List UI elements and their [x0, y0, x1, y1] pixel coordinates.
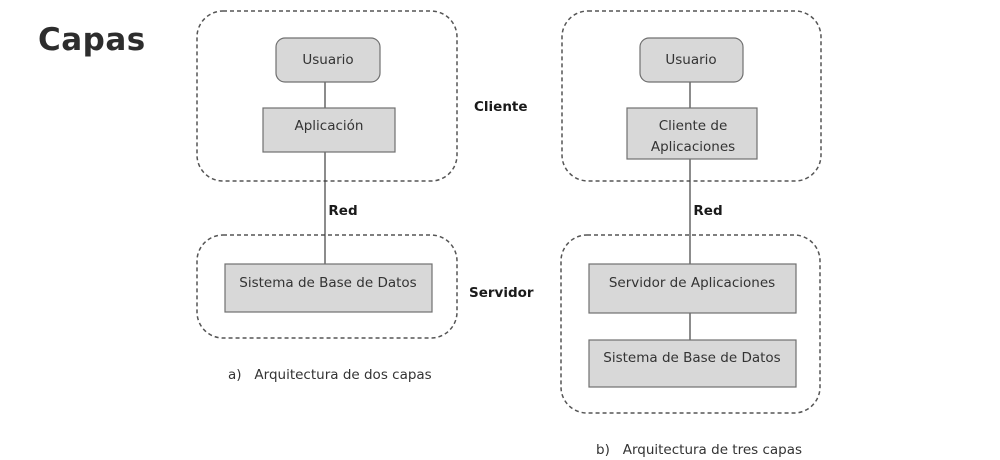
client-region-label: Cliente — [474, 99, 528, 115]
node-label: Sistema de Base de Datos — [603, 350, 780, 366]
two-tier-client-group — [196, 10, 458, 182]
two-tier-node-usuario: Usuario — [275, 37, 381, 83]
node-label: Sistema de Base de Datos — [239, 275, 416, 291]
node-label: Servidor de Aplicaciones — [609, 275, 775, 291]
two-tier-server-group — [196, 234, 458, 339]
three-tier-diagram: Usuario Cliente de Aplicaciones Red Serv… — [560, 10, 822, 458]
two-tier-node-aplicacion: Aplicación — [262, 107, 396, 153]
three-tier-server-group — [560, 234, 821, 414]
three-tier-node-sistema-bd: Sistema de Base de Datos — [588, 339, 797, 388]
three-tier-node-servidor-aplicaciones: Servidor de Aplicaciones — [588, 263, 797, 314]
two-tier-diagram: Usuario Aplicación Red Sistema de Base d… — [196, 10, 458, 383]
three-tier-network-label: Red — [693, 203, 722, 219]
node-label: Aplicación — [295, 118, 364, 134]
page-title: Capas — [38, 22, 146, 58]
two-tier-network-label: Red — [328, 203, 357, 219]
node-label: Usuario — [665, 52, 716, 68]
three-tier-caption: b) Arquitectura de tres capas — [596, 442, 802, 458]
two-tier-caption: a) Arquitectura de dos capas — [228, 367, 432, 383]
three-tier-node-cliente-aplicaciones: Cliente de Aplicaciones — [626, 107, 758, 160]
node-label-line-1: Cliente de — [659, 118, 728, 134]
node-label: Usuario — [302, 52, 353, 68]
three-tier-node-usuario: Usuario — [639, 37, 744, 83]
node-label-line-2: Aplicaciones — [651, 139, 735, 155]
server-region-label: Servidor — [469, 285, 534, 301]
two-tier-node-sistema-bd: Sistema de Base de Datos — [224, 263, 433, 313]
